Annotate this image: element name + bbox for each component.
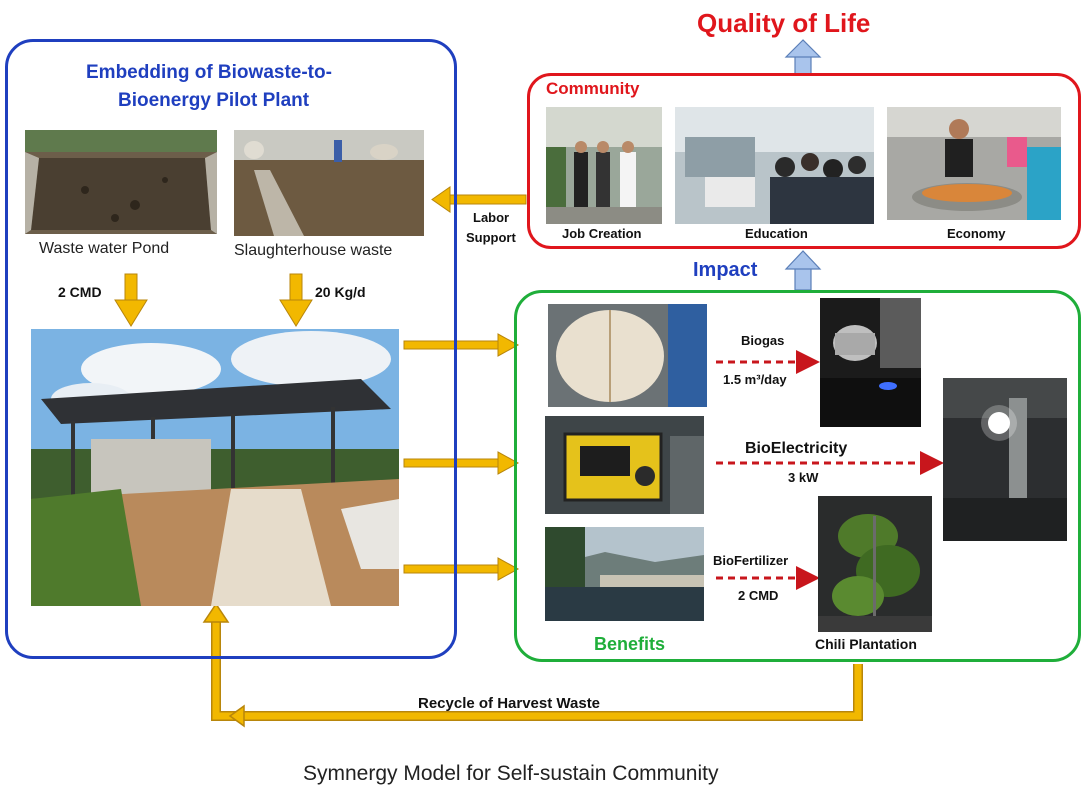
chili-plant-photo bbox=[818, 496, 932, 632]
impact-up-arrow bbox=[784, 250, 822, 291]
plant-to-biogas-arrow bbox=[403, 333, 520, 357]
chili-plantation-label: Chili Plantation bbox=[815, 636, 917, 652]
generator-photo bbox=[545, 416, 704, 514]
benefits-box bbox=[514, 290, 1081, 662]
caption: Symnergy Model for Self-sustain Communit… bbox=[303, 762, 719, 785]
bioelectricity-label: BioElectricity bbox=[745, 440, 848, 457]
pond-label: Waste water Pond bbox=[39, 240, 170, 257]
fertilizer-pond-photo bbox=[545, 527, 704, 621]
pilot-plant-photo bbox=[31, 329, 399, 606]
plant-to-electricity-arrow bbox=[403, 451, 520, 475]
pond-down-arrow bbox=[114, 273, 148, 327]
slaughter-rate-label: 20 Kg/d bbox=[315, 284, 366, 300]
plant-to-fertilizer-arrow bbox=[403, 557, 520, 581]
education-photo bbox=[675, 107, 874, 224]
slaughterhouse-photo bbox=[234, 130, 424, 236]
economy-photo bbox=[887, 107, 1061, 220]
labor-label-line2: Support bbox=[466, 230, 516, 245]
impact-label: Impact bbox=[693, 259, 758, 281]
wastewater-pond-photo bbox=[25, 130, 217, 234]
biofertilizer-rate-label: 2 CMD bbox=[738, 588, 779, 603]
labor-support-arrow bbox=[431, 186, 527, 213]
community-box bbox=[527, 73, 1081, 249]
pilot-plant-title-line2: Bioenergy Pilot Plant bbox=[118, 90, 310, 111]
recycle-loop-arrow bbox=[202, 602, 863, 728]
slaughter-down-arrow bbox=[279, 273, 313, 327]
community-item-education: Education bbox=[745, 226, 808, 241]
gas-stove-photo bbox=[820, 298, 921, 427]
quality-of-life-title: Quality of Life bbox=[697, 8, 871, 38]
pilot-plant-title-line1: Embedding of Biowaste-to- bbox=[86, 62, 332, 83]
light-bulb-photo bbox=[943, 378, 1067, 541]
bioelectricity-rate-label: 3 kW bbox=[788, 470, 819, 485]
biofertilizer-label: BioFertilizer bbox=[713, 553, 789, 568]
community-item-economy: Economy bbox=[947, 226, 1006, 241]
job-creation-photo bbox=[546, 107, 662, 224]
community-item-job-creation: Job Creation bbox=[562, 226, 642, 241]
biogas-bag-photo bbox=[548, 304, 707, 407]
pond-rate-label: 2 CMD bbox=[58, 284, 102, 300]
biogas-rate-label: 1.5 m³/day bbox=[723, 372, 787, 387]
recycle-label: Recycle of Harvest Waste bbox=[418, 695, 601, 712]
slaughter-label: Slaughterhouse waste bbox=[234, 242, 393, 259]
biogas-label: Biogas bbox=[741, 333, 785, 348]
pilot-plant-box bbox=[5, 39, 457, 659]
labor-label-line1: Labor bbox=[473, 210, 510, 225]
community-title: Community bbox=[546, 79, 640, 98]
quality-up-arrow bbox=[784, 39, 822, 75]
benefits-title: Benefits bbox=[594, 634, 666, 654]
